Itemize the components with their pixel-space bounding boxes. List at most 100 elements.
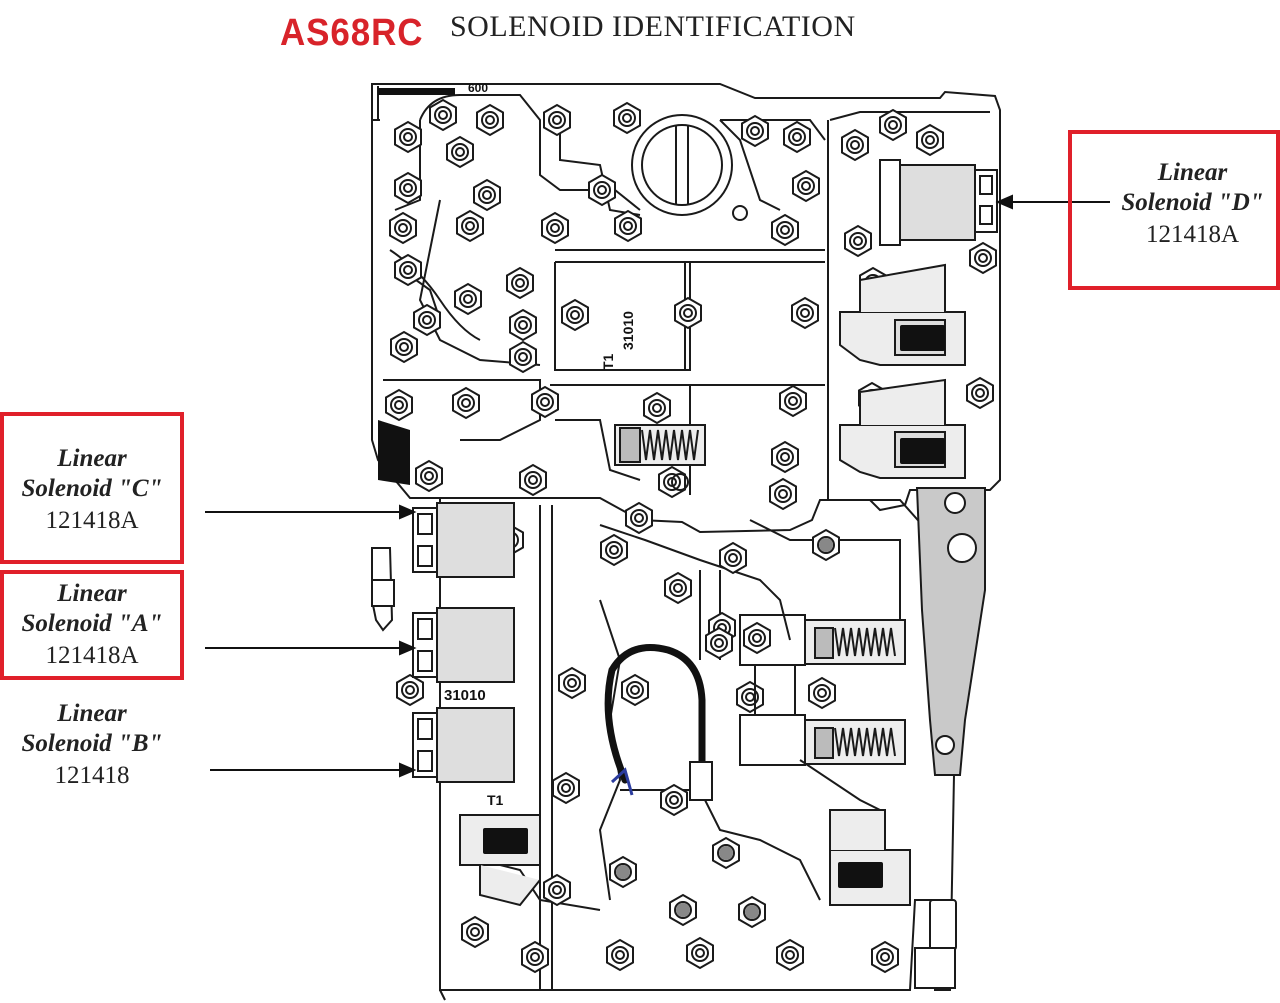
- bolt-icon: [613, 101, 641, 135]
- callout-a-line1: Linear: [57, 580, 127, 607]
- stud-icon: [676, 903, 690, 917]
- bolt-icon: [705, 626, 733, 660]
- bolt-icon: [844, 224, 872, 258]
- stud-icon: [745, 905, 759, 919]
- bolt-icon: [625, 501, 653, 535]
- bolt-icon: [394, 171, 422, 205]
- bolt-icon: [719, 541, 747, 575]
- bolt-icon: [389, 211, 417, 245]
- callout-a-part-number: 121418A: [45, 642, 139, 669]
- callout-b-line1: Linear: [57, 700, 127, 727]
- accumulator-bore: [631, 114, 748, 221]
- bolt-icon: [415, 459, 443, 493]
- bolt-icon: [879, 108, 907, 142]
- stud-icon: [719, 846, 733, 860]
- bolt-icon: [429, 98, 457, 132]
- bolt-icon: [506, 266, 534, 300]
- bolt-icon: [454, 282, 482, 316]
- spring-upper: [614, 424, 706, 491]
- bolt-icon: [621, 673, 649, 707]
- bolt-icon: [509, 308, 537, 342]
- brand-logo: AS68RC: [280, 12, 424, 54]
- callout-solenoid-a: Linear Solenoid "A" 121418A: [0, 579, 184, 673]
- highlight-box-solenoid-d: [1068, 130, 1280, 290]
- callout-c-part-number: 121418A: [45, 507, 139, 534]
- bolt-icon: [871, 940, 899, 974]
- bolt-icon: [841, 128, 869, 162]
- t1-mark-upper: T1: [600, 353, 616, 370]
- t1-mark-lower: T1: [487, 792, 504, 808]
- bolt-icon: [791, 296, 819, 330]
- bolt-icon: [561, 298, 589, 332]
- linear-solenoid-a: [412, 607, 515, 683]
- detent-lever: [915, 487, 986, 776]
- callout-solenoid-d: Linear Solenoid "D" 121418A: [1105, 158, 1280, 252]
- callout-b-line2: Solenoid "B": [21, 730, 163, 757]
- linear-solenoid-d: [879, 159, 998, 246]
- bolt-icon: [969, 241, 997, 275]
- bolt-icon: [606, 938, 634, 972]
- wire-harness: [604, 644, 713, 801]
- bolt-icon: [776, 938, 804, 972]
- bolt-icon: [736, 680, 764, 714]
- highlight-box-solenoid-a: [0, 570, 184, 680]
- bolt-icon: [541, 211, 569, 245]
- bolt-icon: [779, 384, 807, 418]
- bolt-icon: [771, 440, 799, 474]
- bolt-icon: [769, 477, 797, 511]
- callout-c-line1: Linear: [57, 445, 127, 472]
- bolt-icon: [456, 209, 484, 243]
- bolt-icon: [543, 873, 571, 907]
- callout-solenoid-c: Linear Solenoid "C" 121418A: [0, 444, 184, 538]
- callout-solenoid-b: Linear Solenoid "B" 121418: [0, 699, 184, 793]
- bolt-icon: [473, 178, 501, 212]
- bolt-icon: [519, 463, 547, 497]
- bolt-icon: [743, 621, 771, 655]
- casting-number-lower: 31010: [444, 687, 486, 704]
- bolt-icon: [792, 169, 820, 203]
- callout-b-part-number: 121418: [54, 762, 130, 789]
- bolt-icon: [771, 213, 799, 247]
- stud-icon: [616, 865, 630, 879]
- bolt-icon: [741, 114, 769, 148]
- callout-d-part-number: 121418A: [1145, 221, 1240, 248]
- bolt-icon: [385, 388, 413, 422]
- stud-icon: [819, 538, 833, 552]
- bolt-icon: [476, 103, 504, 137]
- bolt-icon: [452, 386, 480, 420]
- linear-solenoid-b: [412, 707, 515, 783]
- callout-c-line2: Solenoid "C": [21, 475, 163, 502]
- bolt-icon: [614, 209, 642, 243]
- bolt-icon: [916, 123, 944, 157]
- bolt-icon: [674, 296, 702, 330]
- bolt-icon: [543, 103, 571, 137]
- bolt-icon: [783, 120, 811, 154]
- page-title: SOLENOID IDENTIFICATION: [450, 10, 856, 43]
- bolt-icon: [808, 676, 836, 710]
- bolt-icon: [686, 936, 714, 970]
- bolt-icon: [588, 173, 616, 207]
- plate-label-600: 600: [468, 81, 488, 95]
- linear-solenoid-c: [412, 502, 515, 578]
- callout-d-line1: Linear: [1157, 159, 1228, 186]
- bolt-icon: [558, 666, 586, 700]
- bolt-icon: [394, 253, 422, 287]
- bolt-icon: [390, 330, 418, 364]
- manual-valve-tip: [929, 899, 957, 951]
- bolt-icon: [413, 303, 441, 337]
- bolt-icon: [521, 940, 549, 974]
- bolt-icon: [446, 135, 474, 169]
- bolt-icon: [509, 340, 537, 374]
- bolt-icon: [660, 783, 688, 817]
- bolt-icon: [396, 673, 424, 707]
- callout-d-line2: Solenoid "D": [1121, 189, 1264, 216]
- bolt-icon: [552, 771, 580, 805]
- bolt-icon: [531, 385, 559, 419]
- casting-number-upper: 31010: [620, 311, 636, 350]
- bolt-icon: [643, 391, 671, 425]
- bolt-icon: [394, 120, 422, 154]
- callout-a-line2: Solenoid "A": [21, 610, 163, 637]
- bolt-icon: [461, 915, 489, 949]
- bolt-icon: [966, 376, 994, 410]
